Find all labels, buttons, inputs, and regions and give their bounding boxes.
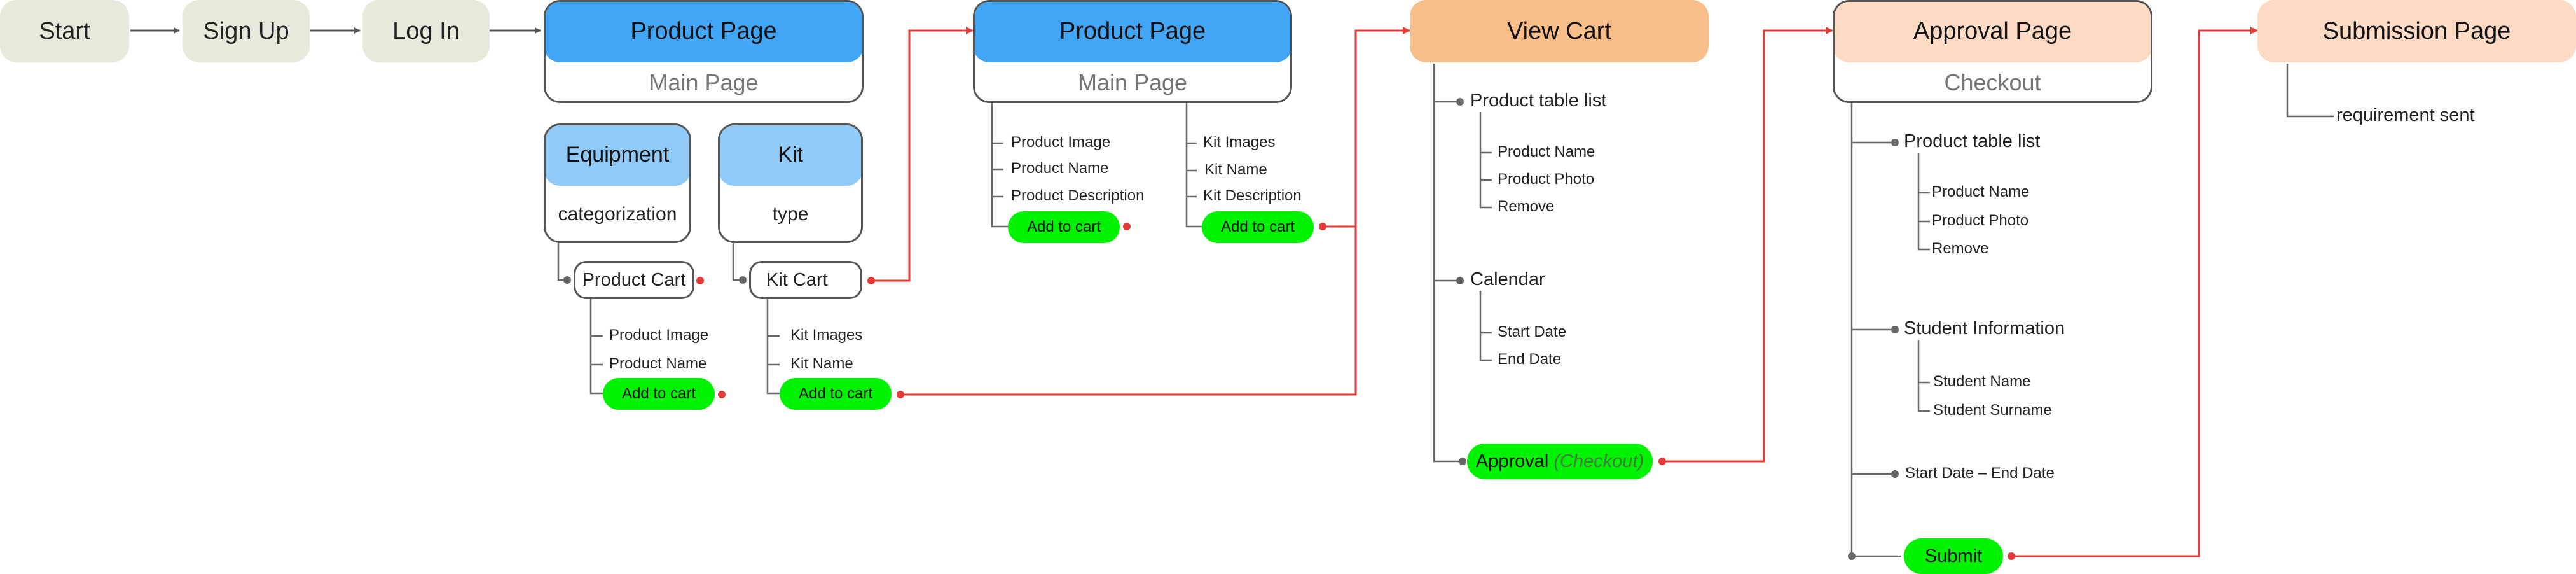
view-cart-title: View Cart xyxy=(1410,0,1709,62)
kit-cart-item: Kit Images xyxy=(790,326,863,344)
product-cart-item: Product Image xyxy=(609,326,709,344)
product-cart-node[interactable]: Product Cart xyxy=(574,261,694,299)
approval-product-table: Product table list xyxy=(1904,131,2041,151)
product-cart-add-button[interactable]: Add to cart xyxy=(603,378,715,410)
submission-page-title: Submission Page xyxy=(2257,0,2576,62)
submission-note: requirement sent xyxy=(2336,105,2475,125)
view-cart-calendar-item: Start Date xyxy=(1498,323,1567,340)
kit-item: Kit Name xyxy=(1204,161,1267,178)
approval-student-item: Student Name xyxy=(1933,373,2031,390)
view-cart-calendar-item: End Date xyxy=(1498,351,1562,368)
view-cart-product-table: Product table list xyxy=(1470,90,1607,111)
signup-node[interactable]: Sign Up xyxy=(183,0,310,62)
product-page-2-kit-add-button[interactable]: Add to cart xyxy=(1202,211,1314,243)
approval-page-title: Approval Page xyxy=(1835,2,2151,62)
approval-student-item: Student Surname xyxy=(1933,402,2052,419)
product-page-node[interactable]: Product Page Main Page xyxy=(544,0,864,103)
approval-product-item: Remove xyxy=(1932,240,1989,257)
equipment-node[interactable]: Equipment categorization xyxy=(544,123,691,243)
product-page-title: Product Page xyxy=(546,2,862,62)
kit-node[interactable]: Kit type xyxy=(718,123,863,243)
approval-checkout-button[interactable]: Approval (Checkout) xyxy=(1467,444,1653,479)
approval-label: Approval xyxy=(1475,451,1549,472)
product-page-subtitle: Main Page xyxy=(649,69,759,95)
product-page-2-node[interactable]: Product Page Main Page xyxy=(973,0,1292,103)
view-cart-node[interactable]: View Cart xyxy=(1410,0,1709,62)
red-dots xyxy=(696,223,2015,560)
kit-subtitle: type xyxy=(772,204,809,225)
view-cart-product-item: Product Photo xyxy=(1498,171,1595,188)
kit-cart-item: Kit Name xyxy=(790,355,853,372)
kit-cart-node[interactable]: Kit Cart xyxy=(749,261,862,299)
product-page-2-title: Product Page xyxy=(975,2,1290,62)
approval-date-range: Start Date – End Date xyxy=(1905,465,2055,482)
approval-note: (Checkout) xyxy=(1553,451,1644,472)
view-cart-product-item: Product Name xyxy=(1498,143,1595,160)
kit-item: Kit Description xyxy=(1203,187,1302,204)
product-page-2-product-add-button[interactable]: Add to cart xyxy=(1008,211,1120,243)
approval-product-item: Product Photo xyxy=(1932,212,2029,229)
view-cart-product-item: Remove xyxy=(1498,198,1555,215)
equipment-title: Equipment xyxy=(546,125,689,186)
product-page-2-subtitle: Main Page xyxy=(1077,69,1188,95)
product-cart-item: Product Name xyxy=(609,355,707,372)
login-node[interactable]: Log In xyxy=(362,0,490,62)
approval-page-node[interactable]: Approval Page Checkout xyxy=(1833,0,2152,103)
start-node[interactable]: Start xyxy=(0,0,129,62)
approval-product-item: Product Name xyxy=(1932,183,2030,200)
kit-title: Kit xyxy=(720,125,861,186)
view-cart-calendar: Calendar xyxy=(1470,269,1545,290)
equipment-subtitle: categorization xyxy=(558,204,677,225)
product-item: Product Name xyxy=(1011,160,1109,177)
kit-cart-add-button[interactable]: Add to cart xyxy=(780,378,892,410)
product-item: Product Image xyxy=(1011,134,1111,151)
approval-page-subtitle: Checkout xyxy=(1944,69,2041,95)
submission-page-node[interactable]: Submission Page xyxy=(2257,0,2576,62)
kit-item: Kit Images xyxy=(1203,134,1276,151)
submit-button[interactable]: Submit xyxy=(1904,538,2003,574)
product-item: Product Description xyxy=(1011,187,1145,204)
approval-student-info: Student Information xyxy=(1904,318,2065,339)
